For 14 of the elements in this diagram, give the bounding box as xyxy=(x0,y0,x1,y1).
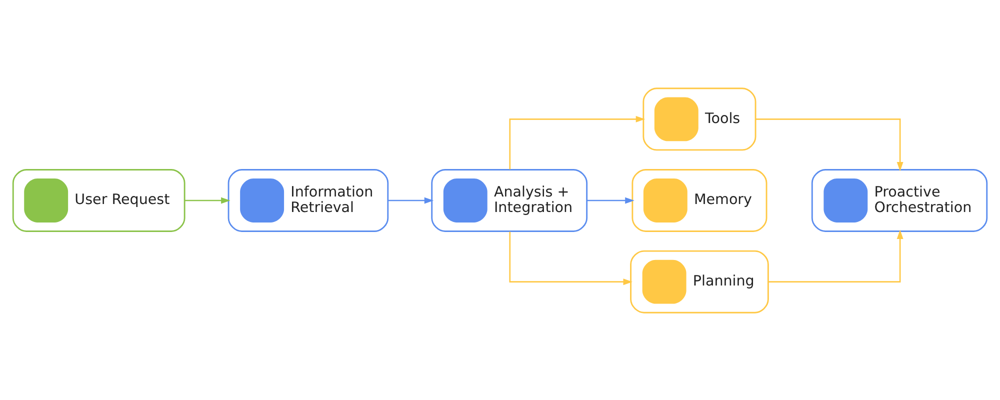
node-box: Proactive Orchestration xyxy=(811,168,988,232)
arrow xyxy=(388,196,434,204)
node-box: Analysis + Integration xyxy=(431,168,588,232)
node-box: Tools xyxy=(642,87,756,150)
arrow xyxy=(768,229,904,282)
arrow xyxy=(184,196,230,204)
node-box: Planning xyxy=(630,250,769,313)
node-box: Memory xyxy=(632,168,768,232)
node-box: Information Retrieval xyxy=(228,168,389,232)
arrow xyxy=(509,231,632,285)
node-box: User Request xyxy=(12,168,186,232)
arrow xyxy=(756,118,904,171)
arrow xyxy=(587,196,634,204)
arrow xyxy=(509,115,646,169)
